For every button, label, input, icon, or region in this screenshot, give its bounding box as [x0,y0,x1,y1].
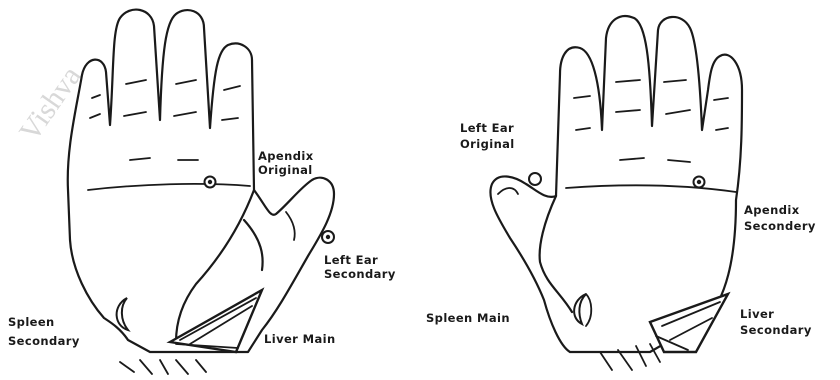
left-ear-label-2: Secondary [324,267,396,281]
right-thumb-web [540,196,572,312]
right-hand-labels: Left Ear Original Apendix Secondery Sple… [426,121,816,337]
left-hand [68,10,334,374]
right-apendix-label-1: Apendix [744,203,800,217]
right-spleen-main-mark [574,294,586,324]
right-liver-label-1: Liver [740,307,774,321]
left-liver-label: Liver Main [264,332,336,346]
right-wrist-lines [600,344,660,370]
left-thumb-edge [244,220,263,270]
right-spleen-label: Spleen Main [426,311,510,325]
left-palm-line [88,184,250,190]
right-left-ear-label-1: Left Ear [460,121,514,135]
right-hand [490,16,742,370]
left-apendix-label-2: Original [258,163,313,177]
right-apendix-label-2: Secondery [744,219,816,233]
right-palm-line [566,185,736,192]
left-wrist-lines [120,360,206,374]
left-spleen-label-2: Secondary [8,334,80,348]
left-spleen-label-1: Spleen [8,315,55,329]
left-hand-outline [68,10,334,352]
right-left-ear-original-point [529,173,541,185]
left-ear-label-1: Left Ear [324,253,378,267]
left-spleen-secondary-mark [117,298,128,330]
left-apendix-label-1: Apendix [258,149,314,163]
right-thumb-crease [498,188,518,194]
right-left-ear-label-2: Original [460,137,515,151]
left-thumb-crease [286,212,295,240]
left-hand-labels: Apendix Original Left Ear Secondary Sple… [8,149,396,348]
right-liver-label-2: Secondary [740,323,812,337]
